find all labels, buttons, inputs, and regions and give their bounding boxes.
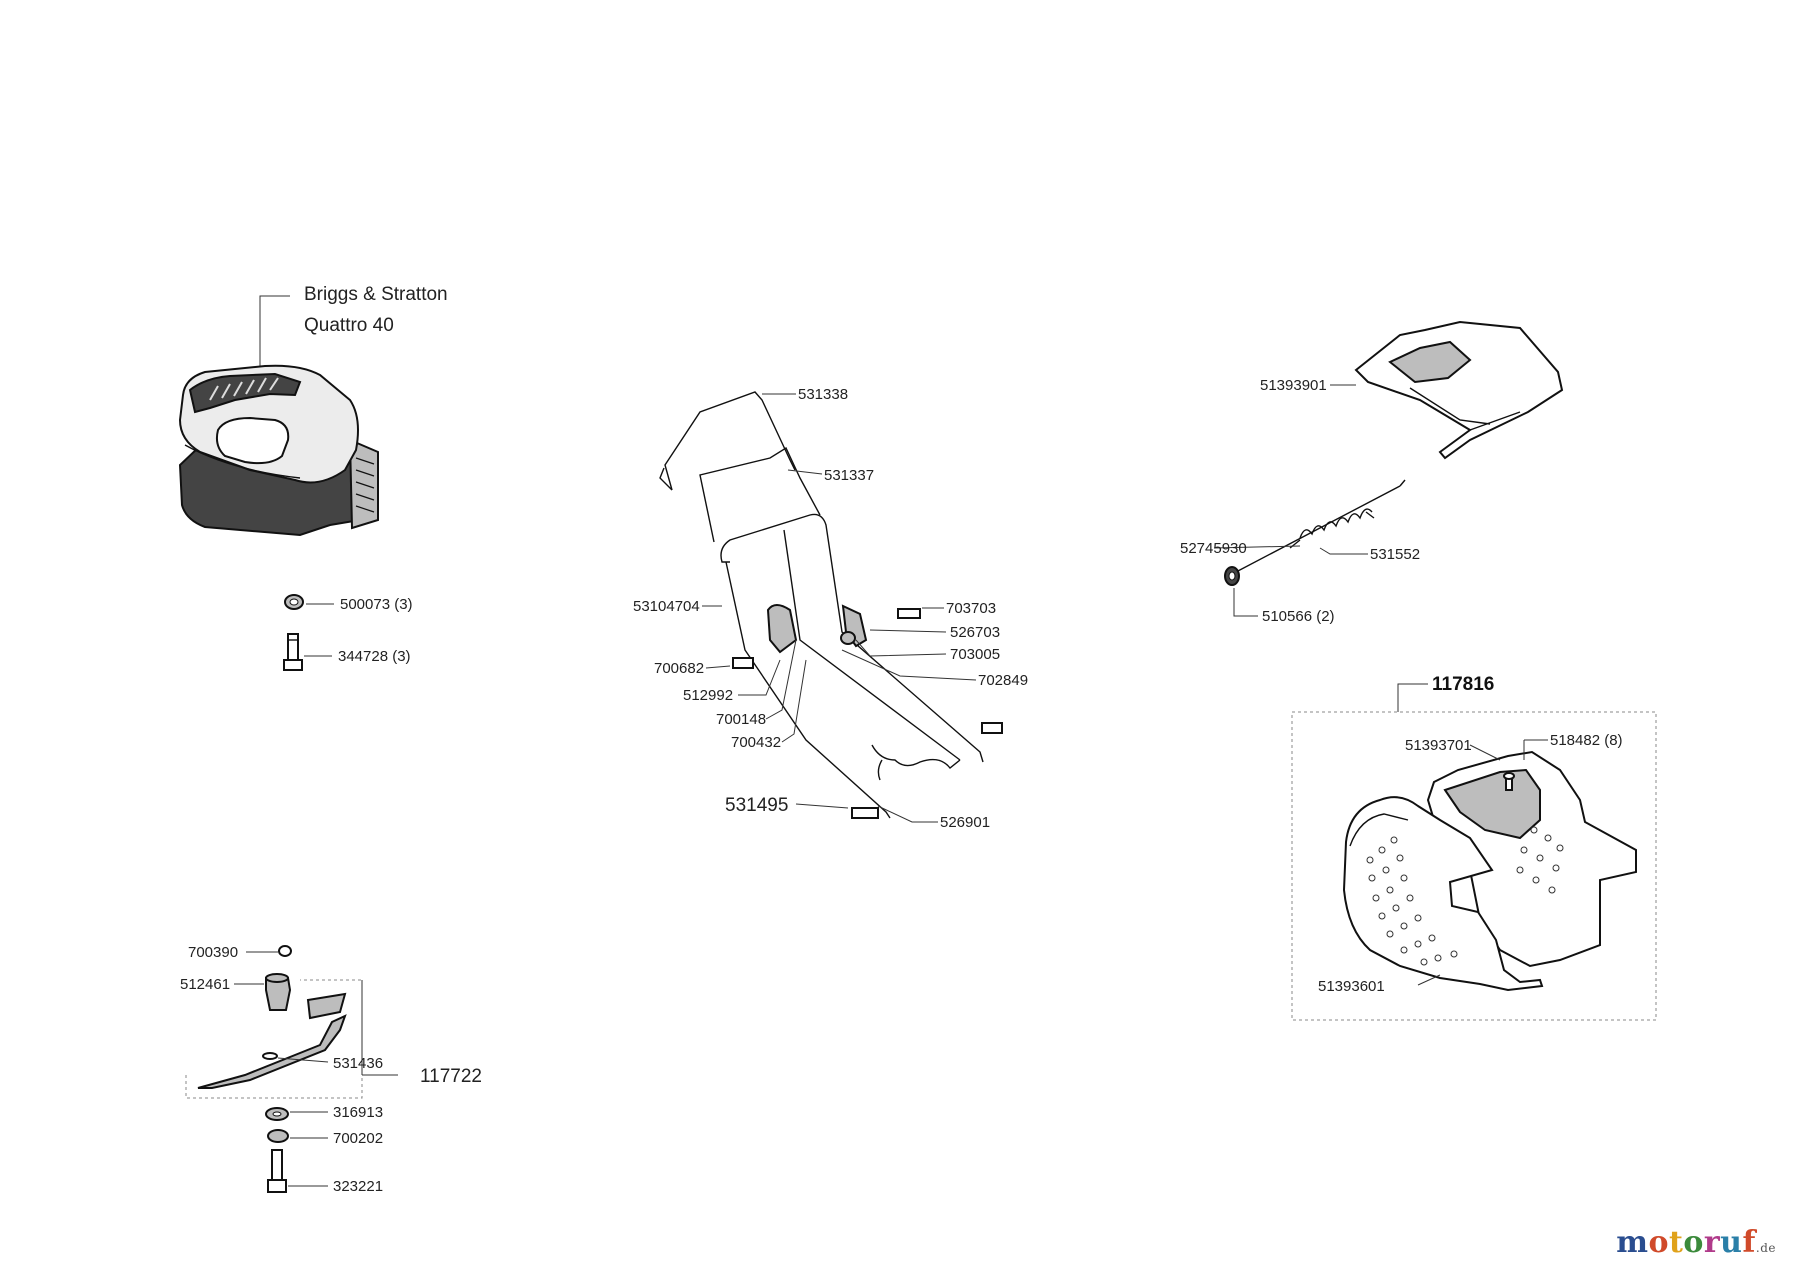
label-526703: 526703	[950, 624, 1000, 641]
logo-letter: u	[1720, 1225, 1743, 1260]
label-531495: 531495	[725, 795, 788, 816]
label-526901: 526901	[940, 814, 990, 831]
nut-500073	[284, 594, 304, 610]
label-518482: 518482 (8)	[1550, 732, 1623, 749]
engine-illustration	[178, 295, 379, 537]
label-53104704: 53104704	[633, 598, 700, 615]
label-512992: 512992	[683, 687, 733, 704]
label-531337: 531337	[824, 467, 874, 484]
logo-letter: o	[1683, 1225, 1704, 1260]
label-700682: 700682	[654, 660, 704, 677]
label-344728: 344728 (3)	[338, 648, 411, 665]
engine-name-line2: Quattro 40	[304, 315, 394, 336]
label-52745930: 52745930	[1180, 540, 1247, 557]
bolt-344728	[283, 633, 303, 671]
rear-flap-assembly	[1224, 320, 1564, 586]
label-51393701: 51393701	[1405, 737, 1472, 754]
label-700432: 700432	[731, 734, 781, 751]
label-702849: 702849	[978, 672, 1028, 689]
label-51393601: 51393601	[1318, 978, 1385, 995]
label-117722: 117722	[420, 1066, 482, 1087]
label-512461: 512461	[180, 976, 230, 993]
label-323221: 323221	[333, 1178, 383, 1195]
logo-wordmark: motoruf	[1616, 1225, 1756, 1260]
blade-assembly	[197, 945, 347, 1193]
logo-letter: r	[1703, 1225, 1721, 1260]
label-703703: 703703	[946, 600, 996, 617]
label-700390: 700390	[188, 944, 238, 961]
label-531338: 531338	[798, 386, 848, 403]
label-316913: 316913	[333, 1104, 383, 1121]
logo-letter: o	[1648, 1225, 1669, 1260]
label-500073: 500073 (3)	[340, 596, 413, 613]
label-700202: 700202	[333, 1130, 383, 1147]
label-531552: 531552	[1370, 546, 1420, 563]
logo-tld: .de	[1755, 1241, 1776, 1255]
brand-logo: motoruf.de	[1616, 1225, 1776, 1260]
label-117816: 117816	[1432, 674, 1494, 695]
label-510566: 510566 (2)	[1262, 608, 1335, 625]
label-51393901: 51393901	[1260, 377, 1327, 394]
logo-letter: f	[1742, 1225, 1756, 1260]
label-531436: 531436	[333, 1055, 383, 1072]
logo-letter: m	[1616, 1225, 1649, 1260]
label-700148: 700148	[716, 711, 766, 728]
catcher-kit-frame	[1291, 711, 1657, 1021]
label-703005: 703005	[950, 646, 1000, 663]
logo-letter: t	[1668, 1225, 1684, 1260]
engine-name-line1: Briggs & Stratton	[304, 284, 448, 305]
handle-assembly	[659, 391, 1003, 819]
grass-catcher-illustration	[1342, 750, 1637, 992]
